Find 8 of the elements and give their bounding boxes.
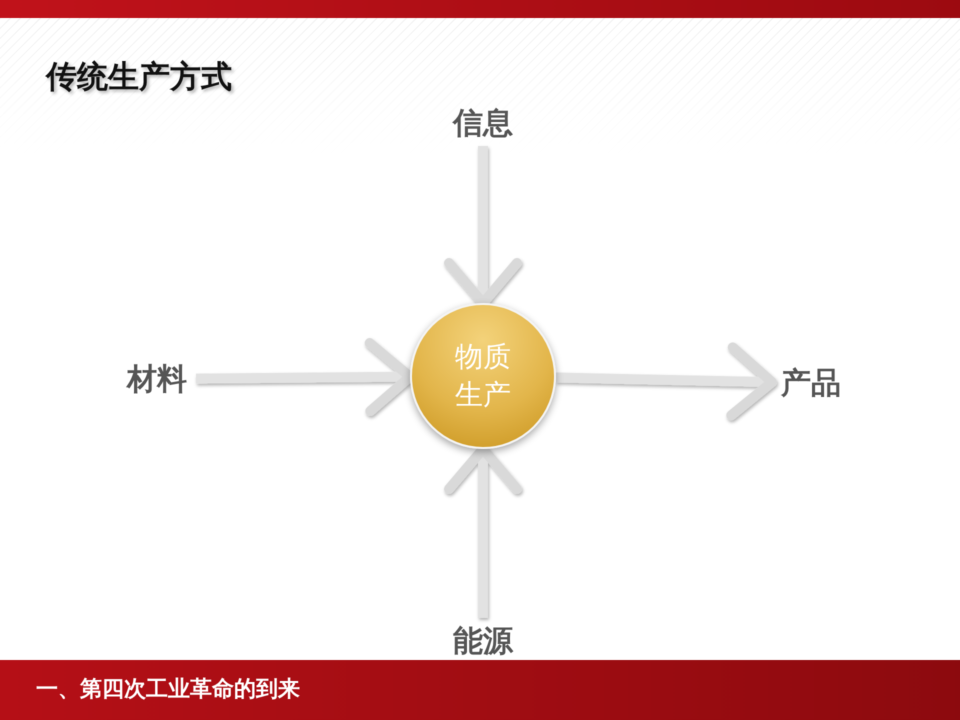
node-label: 物质生产 <box>454 339 512 413</box>
input-label: 材料 <box>118 356 196 402</box>
slide-title: 传统生产方式 <box>46 58 232 97</box>
input-label: 信息 <box>440 100 526 146</box>
input-label: 产品 <box>772 360 850 406</box>
footer-caption: 一、第四次工业革命的到来 <box>36 676 300 704</box>
arrow <box>556 342 777 420</box>
input-label: 能源 <box>440 618 526 664</box>
